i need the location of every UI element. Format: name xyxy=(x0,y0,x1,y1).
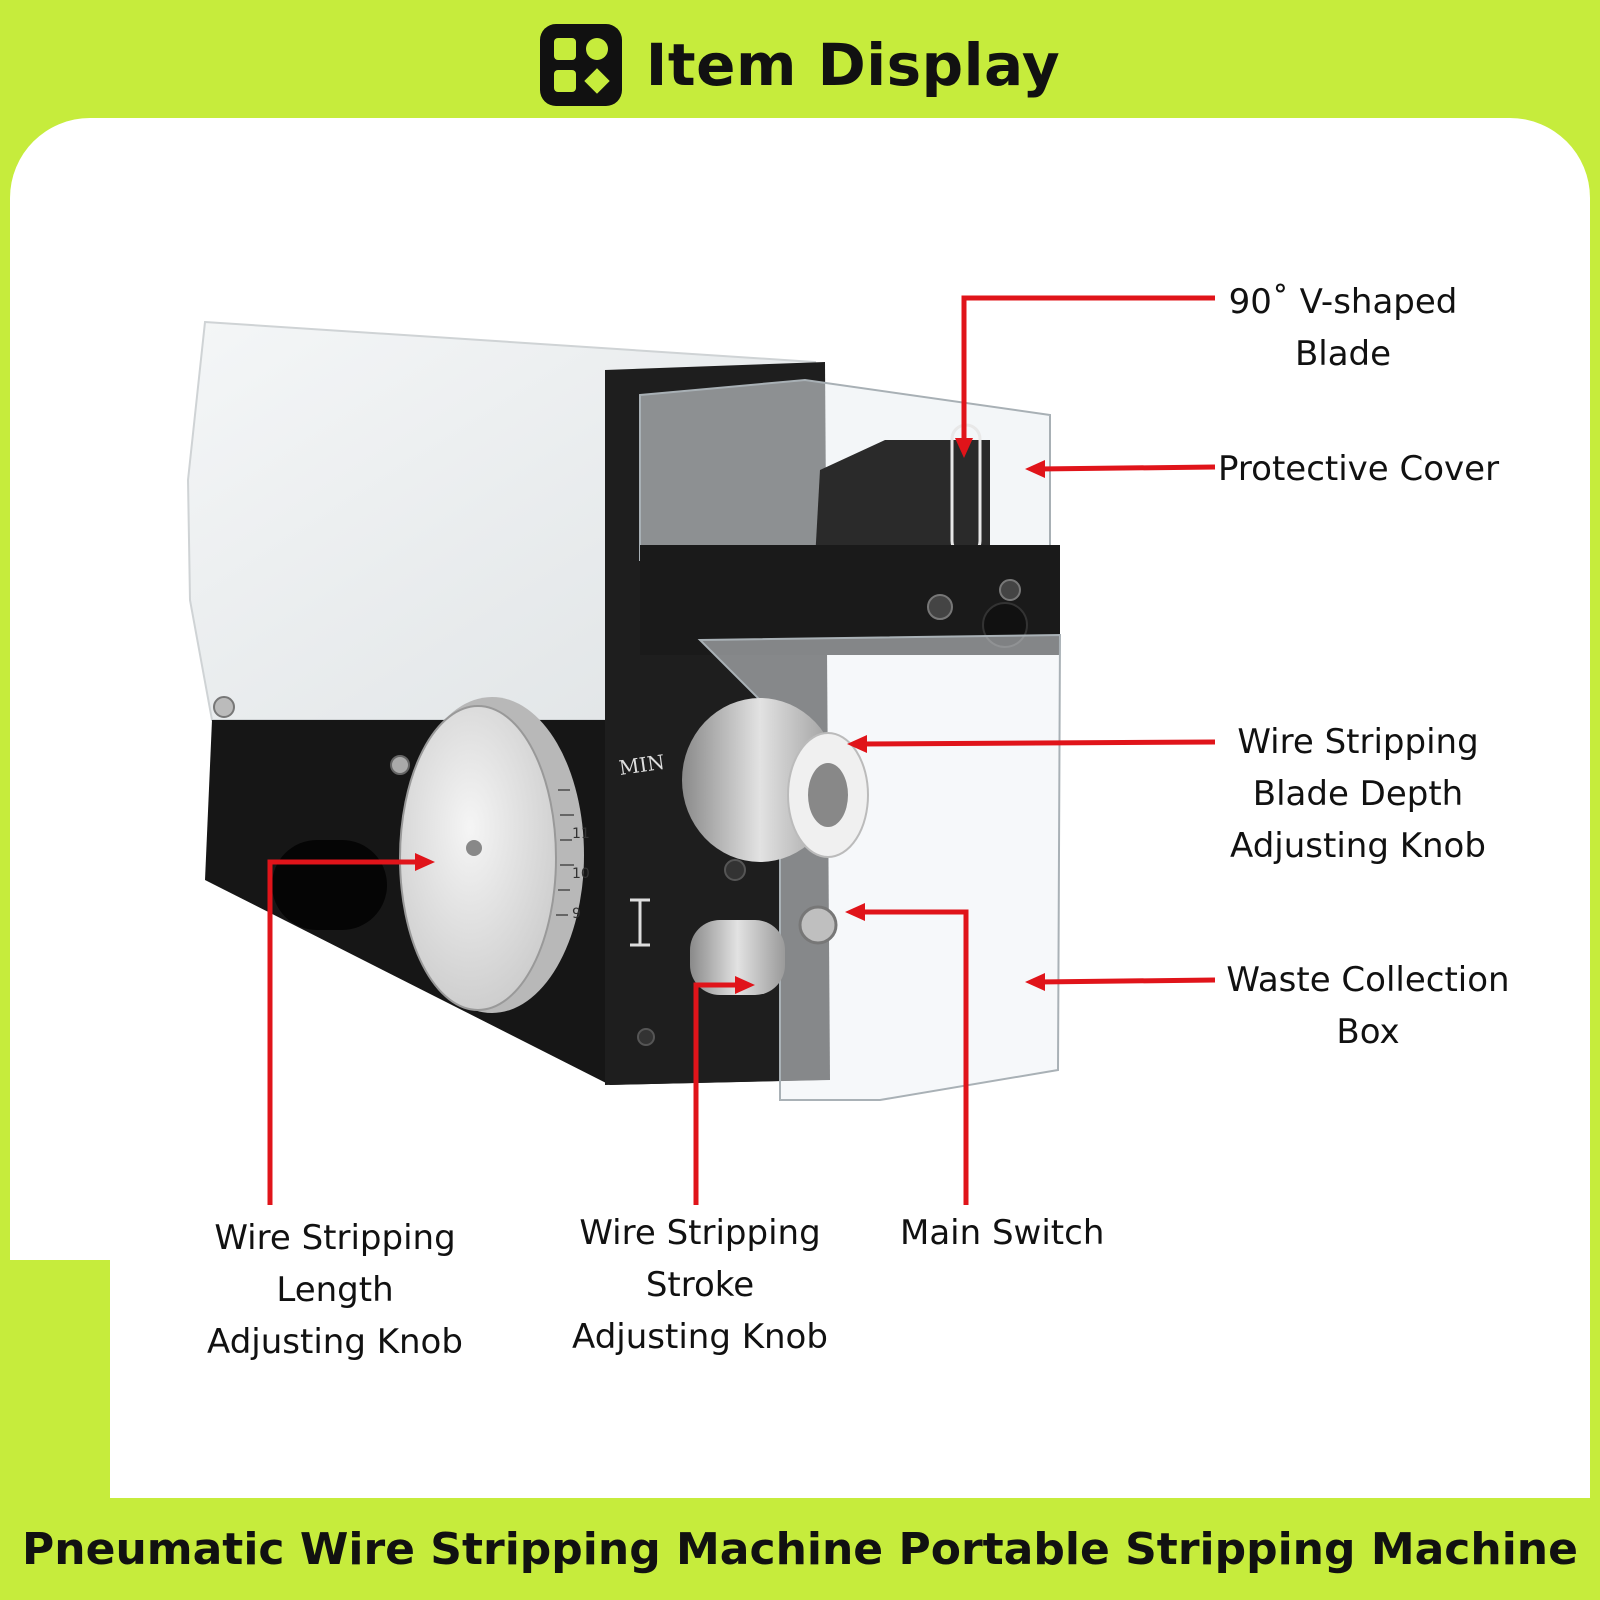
callout-line: Protective Cover xyxy=(1218,449,1500,489)
side-screw xyxy=(213,696,235,718)
callout-line: Wire Stripping xyxy=(214,1218,456,1258)
panel-corner-cutout xyxy=(0,1260,110,1510)
blade-holder xyxy=(815,440,990,560)
front-screw xyxy=(724,859,746,881)
callout-arrowheads xyxy=(415,438,1045,994)
dial-tick-label: 9 xyxy=(572,906,581,922)
arrow-stroke-knob xyxy=(693,982,740,1205)
callout-stroke-knob: Wire Stripping Stroke Adjusting Knob xyxy=(555,1207,845,1363)
product-title: Pneumatic Wire Stripping Machine Portabl… xyxy=(22,1523,1578,1575)
callout-depth-knob: Wire Stripping Blade Depth Adjusting Kno… xyxy=(1218,716,1498,872)
callout-v-blade: 90˚ V-shaped Blade xyxy=(1218,276,1468,380)
callout-line: Blade Depth xyxy=(1252,774,1464,814)
callout-line: Adjusting Knob xyxy=(1230,826,1486,866)
callout-line: Adjusting Knob xyxy=(572,1317,828,1357)
callout-line: 90˚ V-shaped xyxy=(1228,282,1458,322)
clamp-screw xyxy=(927,594,953,620)
dial-center xyxy=(466,840,482,856)
base-slot xyxy=(272,840,387,930)
front-screw xyxy=(637,1028,655,1046)
stroke-symbol xyxy=(630,898,650,947)
callout-line: Wire Stripping xyxy=(579,1213,821,1253)
app-logo-icon xyxy=(539,24,622,106)
callout-line: Length xyxy=(276,1270,394,1310)
arrow-main-switch xyxy=(860,909,969,1205)
arrow-depth-knob xyxy=(859,739,1216,747)
side-screw xyxy=(390,755,410,775)
callout-line: Waste Collection xyxy=(1226,960,1510,1000)
arrow-cover xyxy=(1037,464,1216,472)
callout-main-switch: Main Switch xyxy=(900,1207,1140,1259)
callout-protective-cover: Protective Cover xyxy=(1218,443,1518,495)
callout-line: Wire Stripping xyxy=(1237,722,1479,762)
callout-waste-box: Waste Collection Box xyxy=(1218,954,1518,1058)
length-dial-face xyxy=(399,705,557,1011)
dial-scale xyxy=(556,789,574,916)
callout-line: Box xyxy=(1336,1012,1400,1052)
dial-tick-label: 10 xyxy=(572,866,590,882)
clamp-screw xyxy=(999,579,1021,601)
callout-length-knob: Wire Stripping Length Adjusting Knob xyxy=(190,1212,480,1368)
arrow-length-knob xyxy=(267,859,420,1205)
callout-line: Stroke xyxy=(645,1265,755,1305)
header: Item Display xyxy=(0,0,1600,130)
depth-knob-hub xyxy=(808,763,848,827)
page-title: Item Display xyxy=(645,31,1061,99)
callout-line: Blade xyxy=(1294,334,1392,374)
dial-tick-label: 11 xyxy=(572,826,590,842)
main-switch xyxy=(798,905,838,945)
callout-arrows xyxy=(267,295,1216,1205)
callout-line: Main Switch xyxy=(900,1213,1105,1253)
arrow-blade xyxy=(961,295,1215,445)
callout-line: Adjusting Knob xyxy=(207,1322,463,1362)
arrow-waste-box xyxy=(1037,977,1216,985)
stroke-knob xyxy=(690,920,785,995)
footer: Pneumatic Wire Stripping Machine Portabl… xyxy=(0,1498,1600,1600)
